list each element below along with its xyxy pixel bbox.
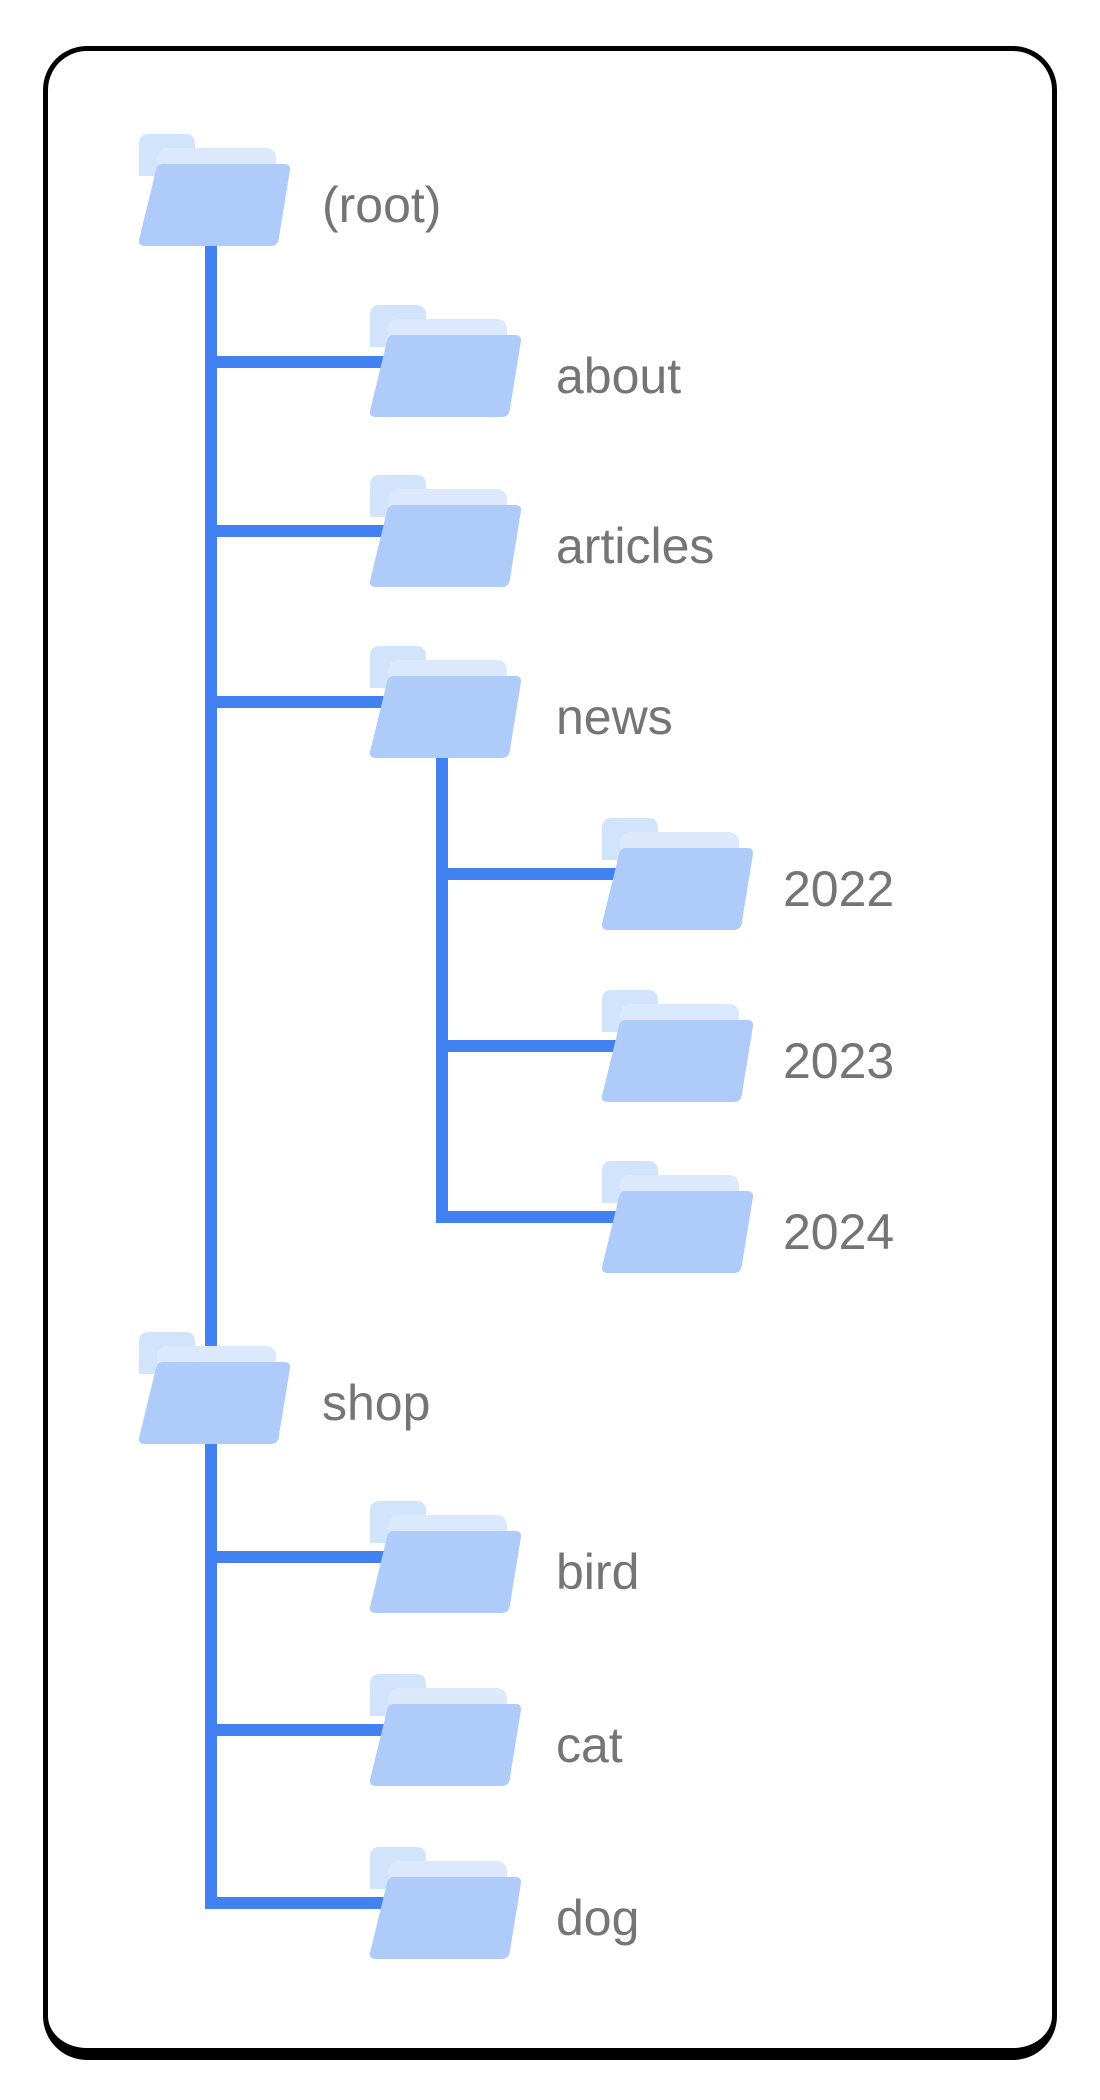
folder-icon-2022 [601,818,754,930]
tree-label-shop: shop [322,1375,431,1431]
tree-label-bird: bird [556,1544,640,1600]
folder-icon-2024 [601,1161,754,1273]
connector-line-6 [436,752,648,1223]
tree-label-cat: cat [556,1717,623,1773]
folder-icon-glyph [138,134,291,246]
tree-label-about: about [556,348,682,404]
folder-icon-news [369,646,522,758]
tree-label-root: (root) [322,177,442,233]
folder-icon-articles [369,475,522,587]
folder-icon-glyph [601,1161,754,1273]
folder-icon-root [138,134,291,246]
folder-icon-about [369,305,522,417]
folder-icon-glyph [369,475,522,587]
folder-icon-cat [369,1674,522,1786]
folder-icon-glyph [369,305,522,417]
folder-icon-glyph [369,646,522,758]
folder-icon-glyph [601,990,754,1102]
tree-label-dog: dog [556,1890,640,1946]
tree-label-2023: 2023 [783,1033,895,1089]
tree-label-2024: 2024 [783,1204,895,1260]
tree-label-articles: articles [556,518,715,574]
folder-icon-2023 [601,990,754,1102]
tree-label-2022: 2022 [783,861,895,917]
folder-icon-glyph [369,1674,522,1786]
folder-icon-glyph [369,1501,522,1613]
folder-icon-dog [369,1847,522,1959]
site-structure-card [43,46,1057,2060]
folder-icon-shop [138,1332,291,1444]
folder-icon-glyph [369,1847,522,1959]
tree-label-news: news [556,689,673,745]
folder-icon-glyph [601,818,754,930]
folder-icon-bird [369,1501,522,1613]
connector-line-0 [205,242,416,1909]
folder-icon-glyph [138,1332,291,1444]
